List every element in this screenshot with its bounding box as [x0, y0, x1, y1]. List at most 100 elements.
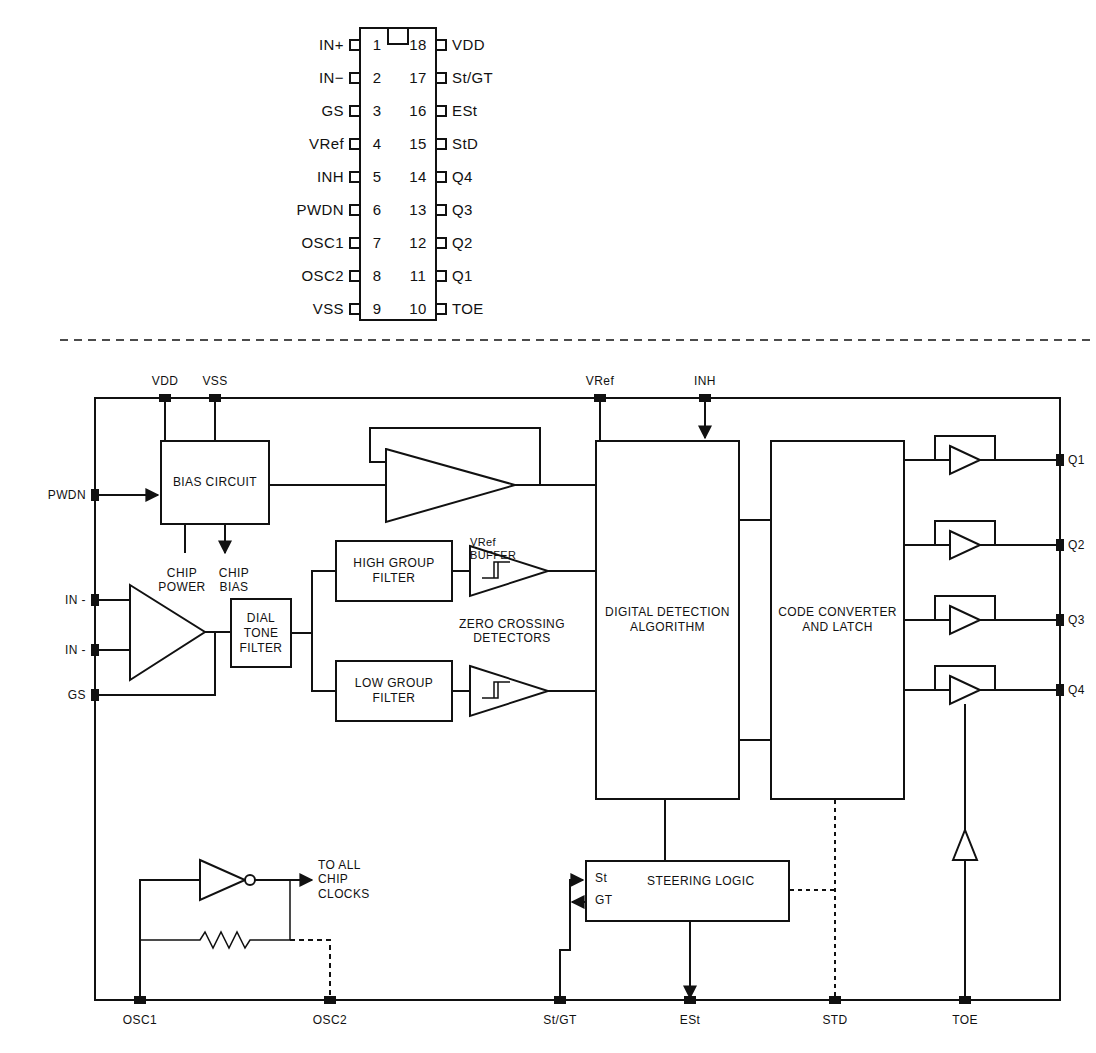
inverter-bubble: [245, 875, 255, 885]
pin-number: 5: [373, 168, 382, 186]
pwdn-wire: [95, 494, 158, 496]
output-buffer: [950, 676, 980, 704]
block-label: DIAL TONE FILTER: [237, 611, 285, 656]
separator-line: [60, 339, 1096, 341]
signal-label: ESt: [680, 1013, 701, 1027]
pin-number: 15: [409, 135, 427, 153]
buffer-wire: [905, 436, 1060, 460]
bias-output-wire: [185, 525, 225, 553]
filter-block: LOW GROUP FILTER: [335, 660, 453, 722]
block-label: GT: [595, 893, 612, 908]
pin-marker: [829, 996, 841, 1004]
pin-number: 8: [373, 267, 382, 285]
hysteresis-symbol: [482, 682, 510, 698]
filter-block: DIAL TONE FILTER: [230, 598, 292, 668]
pin-stub: [436, 304, 446, 314]
pin-name: TOE: [452, 300, 484, 318]
toe-buffer: [953, 830, 977, 860]
pin-stub: [436, 40, 446, 50]
pin-number: 9: [373, 300, 382, 318]
pin-stub: [436, 139, 446, 149]
pin-name: IN+: [319, 36, 344, 54]
block-label: HIGH GROUP FILTER: [342, 556, 446, 586]
pin-name: INH: [317, 168, 344, 186]
block-label: BIAS CIRCUIT: [173, 475, 257, 490]
ic-body: [360, 28, 436, 320]
pin-marker: [1056, 539, 1064, 551]
signal-label: St/GT: [543, 1013, 576, 1027]
signal-label: INH: [694, 374, 716, 388]
chip-frame: [95, 398, 1060, 1000]
signal-label: Q1: [1068, 453, 1085, 467]
buffer-triangle: [386, 449, 515, 522]
pin-number: 16: [409, 102, 427, 120]
pin-stub: [350, 40, 360, 50]
block-label: CODE CONVERTER AND LATCH: [777, 605, 898, 635]
st-wire: [560, 880, 583, 1000]
pin-number: 17: [409, 69, 427, 87]
logic-block: CODE CONVERTER AND LATCH: [770, 440, 905, 800]
inverter-symbol: [200, 860, 245, 900]
supply-wire: [165, 398, 215, 440]
pin-marker: [91, 489, 99, 501]
pin-number: 10: [409, 300, 427, 318]
signal-label: IN -: [65, 643, 86, 657]
output-buffer: [905, 436, 1060, 704]
pin-number: 1: [373, 36, 382, 54]
pin-number: 4: [373, 135, 382, 153]
osc2-wire: [290, 940, 330, 1000]
pin-marker: [1056, 454, 1064, 466]
signal-label: TOE: [952, 1013, 978, 1027]
pin-name: GS: [322, 102, 344, 120]
pin-name: IN−: [319, 69, 344, 87]
est-wire: [689, 922, 691, 998]
pin-marker: [684, 996, 696, 1004]
resistor-symbol: [140, 880, 290, 948]
pin-number: 7: [373, 234, 382, 252]
pin-name: Q4: [452, 168, 473, 186]
output-buffer: [950, 531, 980, 559]
vref-wire: [515, 398, 600, 485]
pin-name: St/GT: [452, 69, 493, 87]
pin-marker: [91, 644, 99, 656]
pin-marker: [91, 689, 99, 701]
hysteresis-symbol: [482, 562, 510, 578]
signal-label: CHIP POWER: [157, 566, 207, 595]
signal-label: CHIP BIAS: [212, 566, 256, 595]
pin-name: Q1: [452, 267, 473, 285]
pin-name: VRef: [309, 135, 344, 153]
pin-stub: [436, 238, 446, 248]
pin-marker: [1056, 614, 1064, 626]
block-label: LOW GROUP FILTER: [342, 676, 446, 706]
pin-name: ESt: [452, 102, 477, 120]
pin-marker: [134, 996, 146, 1004]
pin-number: 18: [409, 36, 427, 54]
pin-name: OSC1: [302, 234, 344, 252]
buffer-wire: [905, 521, 1060, 545]
block-label: St: [595, 871, 607, 886]
pin-stub: [350, 139, 360, 149]
pin-marker: [91, 394, 1064, 1004]
pin-stub: [436, 73, 446, 83]
signal-label: VRef: [586, 374, 614, 388]
signal-label: OSC1: [123, 1013, 157, 1027]
pin-name: PWDN: [297, 201, 344, 219]
signal-label: IN -: [65, 593, 86, 607]
clock-wire: [255, 879, 312, 881]
pin-number: 12: [409, 234, 427, 252]
pin-stub: [436, 271, 446, 281]
signal-label: OSC2: [313, 1013, 347, 1027]
signal-label: STD: [822, 1013, 847, 1027]
signal-label: Q4: [1068, 683, 1085, 697]
signal-label: TO ALL CHIP CLOCKS: [318, 858, 392, 901]
pin-number: 6: [373, 201, 382, 219]
signal-label: PWDN: [48, 488, 86, 502]
pin-marker: [324, 996, 336, 1004]
signal-label: Q2: [1068, 538, 1085, 552]
pin-name: Q2: [452, 234, 473, 252]
gt-wire: [572, 901, 585, 903]
output-buffer: [950, 446, 980, 474]
signal-wire: [292, 633, 335, 691]
pin-stub: [350, 304, 360, 314]
